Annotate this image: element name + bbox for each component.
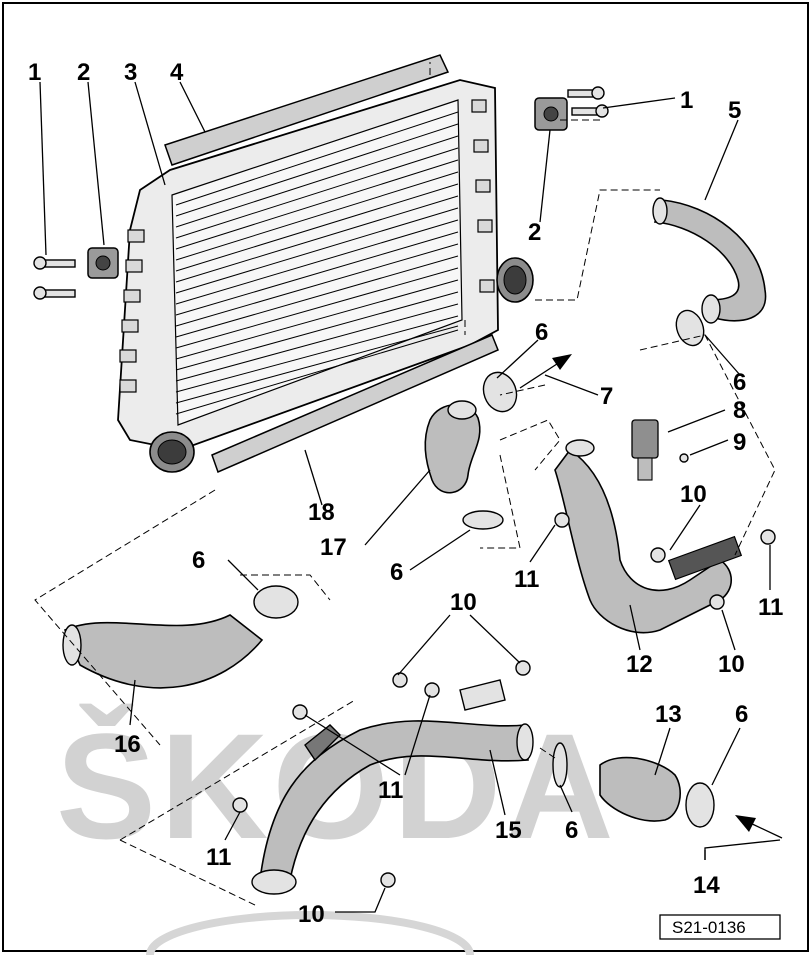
- pressure-sensor: [631, 419, 659, 481]
- reference-code-box: S21-0136: [659, 914, 781, 940]
- callout-11-c: 11: [378, 777, 403, 804]
- sensor-bracket: [667, 535, 743, 581]
- hose-clip: [552, 742, 568, 788]
- leader-lines: [39, 81, 781, 913]
- bolts-right: [567, 86, 609, 118]
- callout-15: 15: [495, 817, 522, 844]
- callout-6-a: 6: [535, 319, 548, 346]
- callout-2-left: 2: [77, 59, 90, 86]
- charge-air-hose-middle: [424, 404, 481, 494]
- callout-10-c: 10: [450, 589, 477, 616]
- callout-1-left: 1: [28, 59, 41, 86]
- reference-code: S21-0136: [672, 918, 746, 937]
- callout-17: 17: [320, 534, 347, 561]
- callout-10-d: 10: [298, 901, 325, 928]
- watermark-arc: [146, 911, 474, 955]
- callout-10-b: 10: [718, 651, 745, 678]
- charge-air-pipe: [554, 448, 733, 634]
- air-guide-upper: [164, 54, 450, 166]
- callout-12: 12: [626, 651, 653, 678]
- callout-6-d: 6: [192, 547, 205, 574]
- callout-4: 4: [170, 59, 184, 86]
- pressure-hose: [599, 756, 681, 822]
- mounting-bracket-left: [87, 247, 119, 279]
- callout-11-d: 11: [206, 844, 231, 871]
- screws-and-nuts: [232, 453, 776, 888]
- charge-air-cooler: [117, 54, 534, 474]
- callout-labels: 1 2 3 4 1 5 2 6 6 7 8 9 10 18 17 6 11 11…: [28, 59, 783, 928]
- callout-8: 8: [733, 397, 746, 424]
- callout-9: 9: [733, 429, 746, 456]
- charge-air-hose-lower: [63, 614, 264, 689]
- callout-11-b: 11: [758, 594, 783, 621]
- callout-14: 14: [693, 872, 720, 899]
- callout-11-a: 11: [514, 566, 539, 593]
- callout-3: 3: [124, 59, 137, 86]
- callout-10-a: 10: [680, 481, 707, 508]
- callout-6-c: 6: [390, 559, 403, 586]
- direction-arrows: [519, 354, 783, 839]
- air-guide-lower: [211, 334, 499, 474]
- callout-6-e: 6: [735, 701, 748, 728]
- callout-16: 16: [114, 731, 141, 758]
- bolts-left: [33, 256, 76, 300]
- callout-5: 5: [728, 97, 741, 124]
- callout-6-b: 6: [733, 369, 746, 396]
- hose-clips: [253, 309, 715, 828]
- callout-6-f: 6: [565, 817, 578, 844]
- mounting-bracket-right: [534, 97, 568, 131]
- callout-1-right: 1: [680, 87, 693, 114]
- assembly-lines: [34, 62, 776, 906]
- callout-7: 7: [600, 383, 613, 410]
- callout-2-right: 2: [528, 219, 541, 246]
- callout-18: 18: [308, 499, 335, 526]
- callout-13: 13: [655, 701, 682, 728]
